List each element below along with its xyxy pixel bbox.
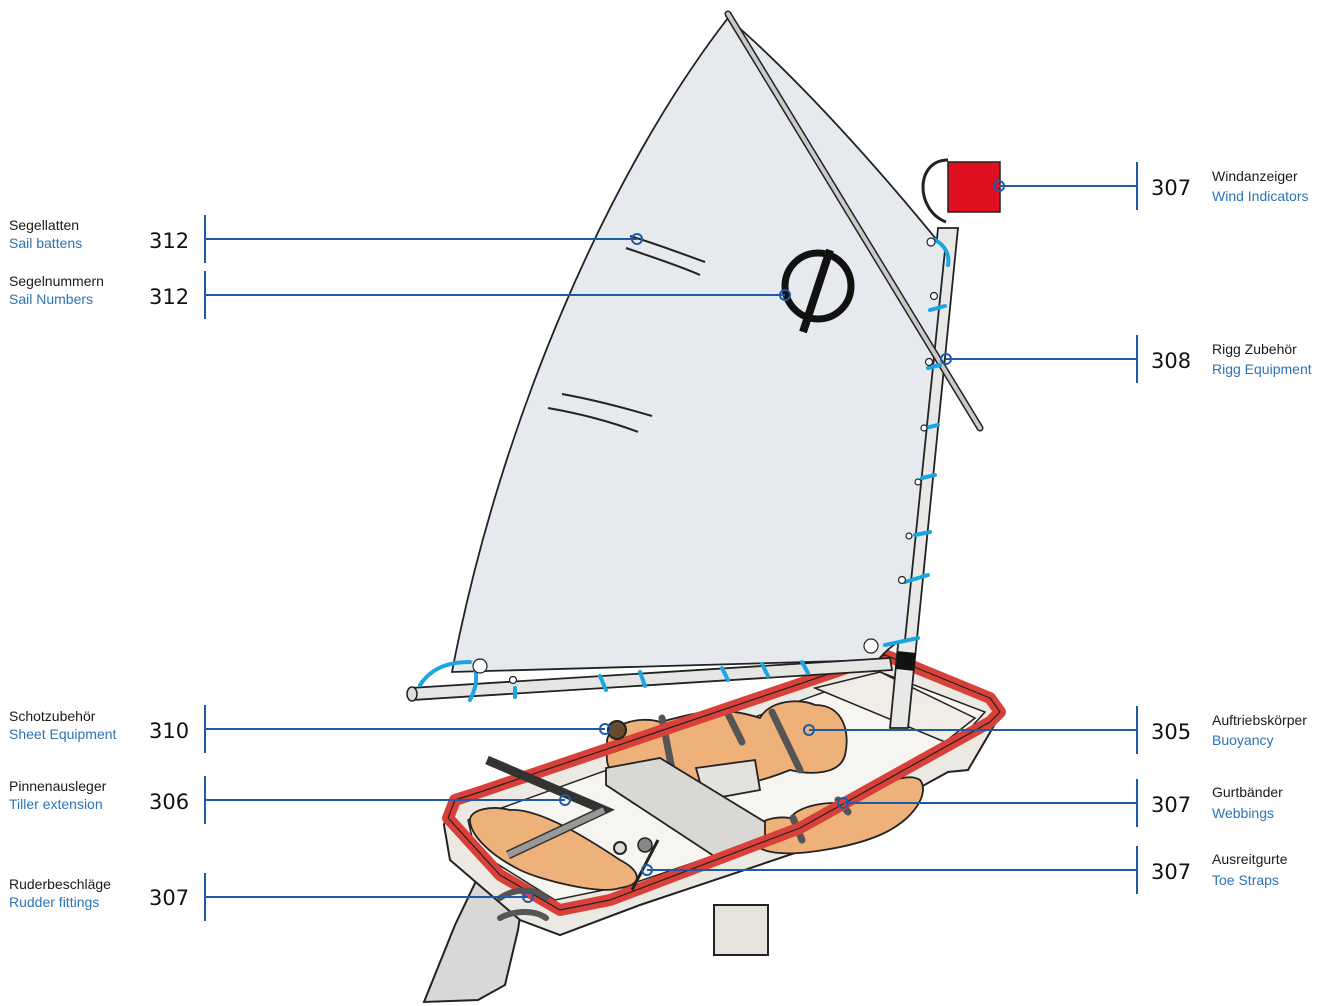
callout-catalog-number: 307 <box>1151 176 1191 200</box>
sheet-block-small <box>614 842 626 854</box>
callout-en-label: Wind Indicators <box>1212 188 1308 205</box>
wind-indicator-flag <box>948 162 1000 212</box>
callout-de-label: Ausreitgurte <box>1212 851 1287 868</box>
callout-en-label: Sail battens <box>9 235 82 252</box>
callout-catalog-number: 307 <box>1151 793 1191 817</box>
callout-catalog-number: 308 <box>1151 349 1191 373</box>
callout-catalog-number: 312 <box>149 229 189 253</box>
callout-en-label: Sheet Equipment <box>9 726 116 743</box>
callout-de-label: Pinnenausleger <box>9 778 106 795</box>
callout-en-label: Toe Straps <box>1212 872 1279 889</box>
callout-en-label: Rudder fittings <box>9 894 99 911</box>
sheet-block-grey <box>638 838 652 852</box>
callout-de-label: Segelnummern <box>9 273 104 290</box>
callout-de-label: Segellatten <box>9 217 79 234</box>
callout-catalog-number: 310 <box>149 719 189 743</box>
callout-catalog-number: 312 <box>149 285 189 309</box>
callout-en-label: Sail Numbers <box>9 291 93 308</box>
callout-de-label: Ruderbeschläge <box>9 876 111 893</box>
callout-en-label: Buoyancy <box>1212 732 1273 749</box>
callout-en-label: Tiller extension <box>9 796 103 813</box>
callout-catalog-number: 306 <box>149 790 189 814</box>
mast-band <box>896 651 916 671</box>
callout-de-label: Rigg Zubehör <box>1212 341 1297 358</box>
callout-en-label: Webbings <box>1212 805 1274 822</box>
sail <box>452 18 945 672</box>
callout-catalog-number: 307 <box>1151 860 1191 884</box>
wind-indicator-wire <box>923 160 948 222</box>
callout-en-label: Rigg Equipment <box>1212 361 1312 378</box>
daggerboard <box>714 905 768 955</box>
callout-de-label: Gurtbänder <box>1212 784 1283 801</box>
callout-de-label: Auftriebskörper <box>1212 712 1307 729</box>
callout-catalog-number: 305 <box>1151 720 1191 744</box>
callout-de-label: Schotzubehör <box>9 708 95 725</box>
callout-catalog-number: 307 <box>149 886 189 910</box>
callout-de-label: Windanzeiger <box>1212 168 1298 185</box>
